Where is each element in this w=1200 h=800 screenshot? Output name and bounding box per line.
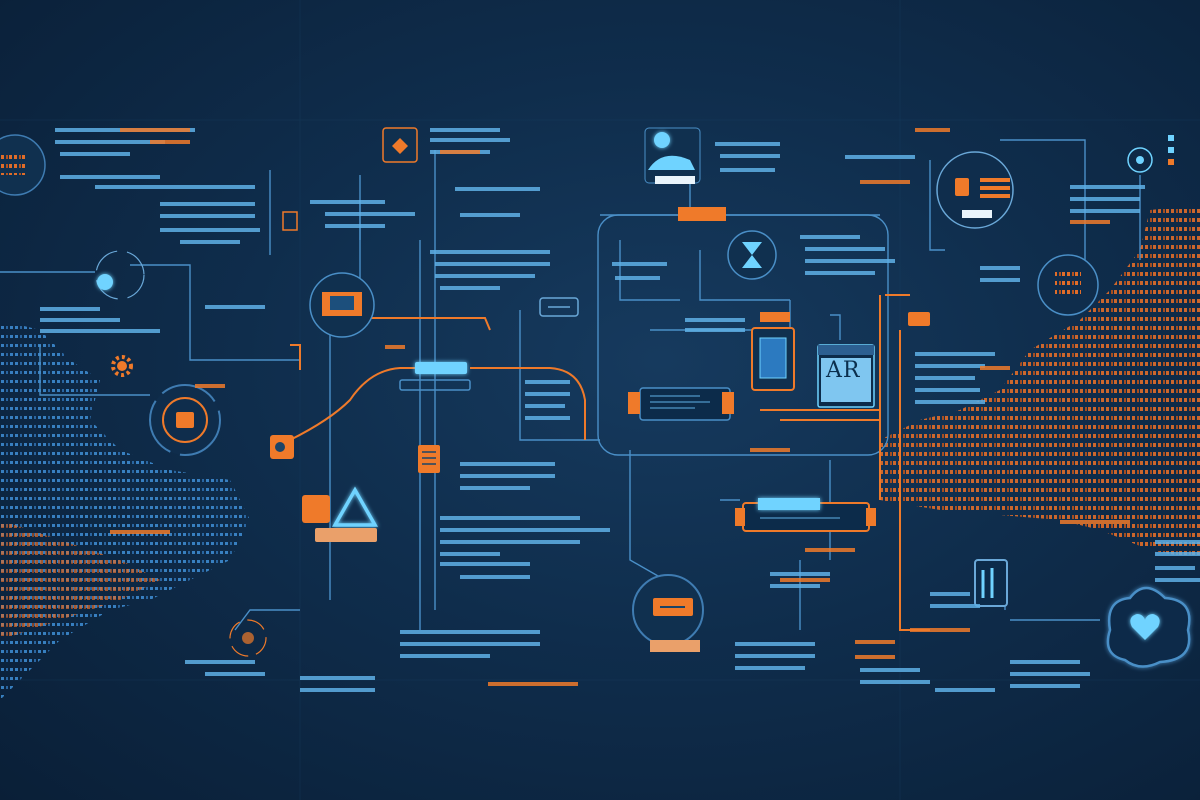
bottom-right-display bbox=[974, 559, 1008, 607]
top-lock-icon bbox=[382, 127, 418, 163]
orange-glyph-blocks bbox=[110, 128, 1130, 686]
server-icon bbox=[751, 312, 795, 391]
display-icon bbox=[817, 344, 875, 408]
document-node bbox=[418, 445, 440, 473]
bottom-left-node bbox=[229, 619, 267, 657]
top-left-badge bbox=[0, 134, 46, 196]
main-frame-tag bbox=[678, 207, 726, 221]
rack-box bbox=[628, 387, 734, 421]
cloud-icon bbox=[936, 151, 1014, 229]
heart-icon bbox=[1106, 586, 1191, 668]
hub-connector bbox=[399, 362, 471, 391]
left-code-cloud-orange bbox=[0, 520, 160, 640]
right-code-cloud bbox=[880, 205, 1200, 560]
workstation-node bbox=[309, 272, 375, 338]
glyph-text-blocks bbox=[40, 128, 1200, 692]
chip-icon bbox=[1037, 254, 1099, 316]
switch-box bbox=[735, 498, 876, 532]
mid-tag bbox=[908, 312, 930, 326]
mini-switch-icon bbox=[539, 297, 579, 317]
lock-icon bbox=[176, 412, 194, 428]
database-node bbox=[632, 574, 704, 652]
top-right-badge bbox=[1127, 135, 1174, 173]
ar-display-label: AR bbox=[826, 358, 861, 383]
left-code-cloud bbox=[0, 320, 250, 700]
hourglass-node bbox=[727, 230, 777, 280]
security-node bbox=[149, 384, 221, 456]
mid-left-tile bbox=[270, 435, 294, 459]
small-file-icon bbox=[282, 211, 298, 231]
gear-icon bbox=[111, 355, 133, 377]
left-orbit-node bbox=[95, 250, 145, 300]
user-node bbox=[644, 127, 701, 184]
triangle-warning-icon bbox=[302, 486, 379, 542]
